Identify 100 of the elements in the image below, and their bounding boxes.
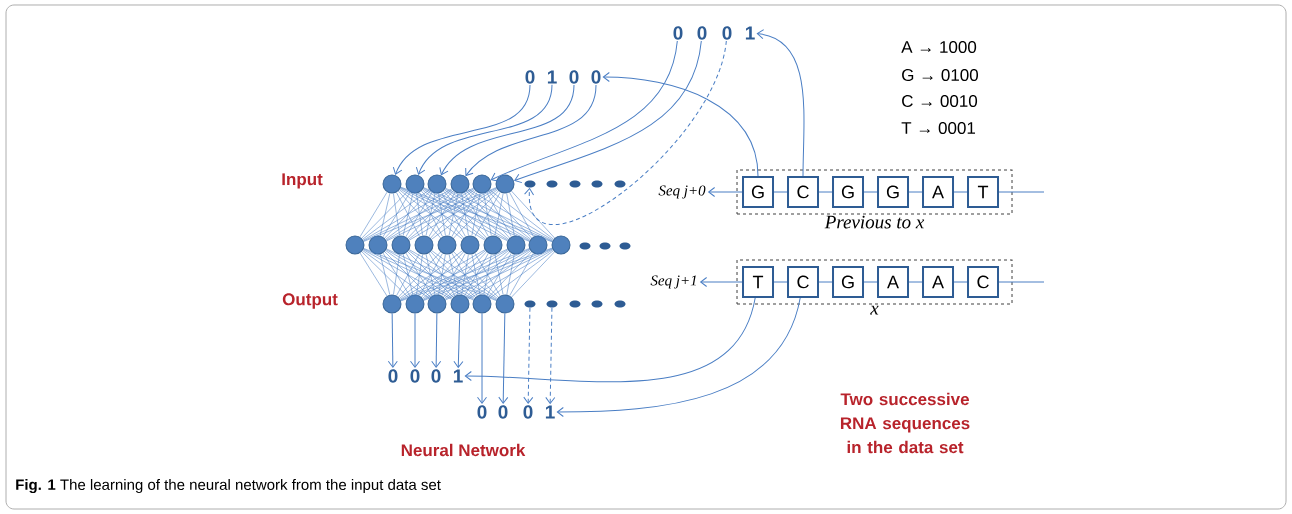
connection-line xyxy=(422,250,486,299)
connection-line xyxy=(511,190,555,239)
nucleotide-box: G xyxy=(832,266,864,298)
connection-line xyxy=(409,249,497,300)
connection-line xyxy=(405,191,433,238)
neuron-circle xyxy=(405,174,425,194)
connection-line xyxy=(441,192,466,237)
connection-line xyxy=(385,189,453,240)
section-title: Output xyxy=(282,293,338,309)
arrow xyxy=(439,84,575,176)
connection-line xyxy=(379,193,391,236)
connection-line xyxy=(425,254,436,295)
arrow xyxy=(490,40,678,182)
neuron-circle xyxy=(472,294,492,314)
connection-line xyxy=(407,190,454,239)
connection-line xyxy=(362,250,430,299)
connection-line xyxy=(474,252,501,297)
neuron-circle xyxy=(437,235,457,255)
connection-line xyxy=(393,193,400,236)
connection-line xyxy=(379,253,391,296)
connection-line xyxy=(398,190,441,239)
nucleotide-box: C xyxy=(967,266,999,298)
connection-line xyxy=(448,254,459,295)
link-line xyxy=(818,191,833,193)
link-line xyxy=(863,191,878,193)
bit-digit: 0 xyxy=(388,369,398,383)
connection-line xyxy=(419,253,443,296)
connection-line xyxy=(467,250,531,299)
sequence-label: Seq j+1 xyxy=(650,275,696,289)
connection-line xyxy=(509,192,534,237)
connection-line xyxy=(400,187,508,242)
connection-line xyxy=(489,250,554,299)
neuron-circle xyxy=(528,235,548,255)
arrow xyxy=(498,313,509,404)
neuron-circle xyxy=(450,174,470,194)
connection-line xyxy=(423,187,530,242)
arrow xyxy=(453,313,464,368)
link-line xyxy=(953,191,968,193)
connection-line xyxy=(494,254,504,295)
connection-line xyxy=(399,249,486,300)
connection-line xyxy=(408,188,498,241)
arrow xyxy=(756,29,805,177)
connection-line xyxy=(509,253,534,296)
bit-digit: 1 xyxy=(547,70,557,84)
link-line xyxy=(773,281,788,283)
neuron-circle xyxy=(450,294,470,314)
neuron-circle xyxy=(405,294,425,314)
neuron-circle xyxy=(368,235,388,255)
link-line xyxy=(773,191,788,193)
connection-line xyxy=(489,189,554,240)
neuron-circle xyxy=(483,235,503,255)
connection-line xyxy=(506,254,515,295)
connection-line xyxy=(396,192,420,237)
neuron-circle xyxy=(506,235,526,255)
connection-line xyxy=(443,251,487,298)
connection-line xyxy=(438,193,446,236)
link-line xyxy=(998,191,1045,193)
link-line xyxy=(908,281,923,283)
arrow xyxy=(415,84,553,175)
nucleotide-box: G xyxy=(832,176,864,208)
neuron-circle xyxy=(345,235,365,255)
connection-line xyxy=(444,250,509,299)
connection-line xyxy=(428,191,456,238)
connection-line xyxy=(467,189,531,240)
connection-line xyxy=(408,250,475,299)
neuron-circle xyxy=(495,174,515,194)
connection-line xyxy=(399,189,463,240)
arrow xyxy=(392,84,531,175)
connection-line xyxy=(423,248,530,301)
connection-line xyxy=(430,251,476,298)
nucleotide-box: C xyxy=(787,176,819,208)
connection-line xyxy=(506,193,515,236)
bit-digit: 0 xyxy=(569,70,579,84)
arrow xyxy=(545,307,556,404)
connection-line xyxy=(398,251,441,298)
arrow xyxy=(410,313,420,368)
section-title: Two successive RNA sequences in the data set xyxy=(840,392,970,454)
connection-line xyxy=(402,193,414,236)
connection-line xyxy=(486,192,512,237)
link-line xyxy=(863,281,878,283)
nucleotide-box: T xyxy=(967,176,999,208)
neuron-circle xyxy=(460,235,480,255)
connection-line xyxy=(423,248,553,301)
connection-line xyxy=(405,252,433,297)
arrow xyxy=(465,84,597,177)
nucleotide-box: C xyxy=(787,266,819,298)
bit-digit: 0 xyxy=(431,369,441,383)
connection-line xyxy=(359,191,388,238)
bit-digit: 0 xyxy=(525,70,535,84)
connection-line xyxy=(467,249,554,300)
connection-line xyxy=(400,247,553,302)
connection-line xyxy=(444,249,531,300)
connection-line xyxy=(445,187,553,242)
connection-line xyxy=(483,254,492,295)
connection-line xyxy=(416,254,423,295)
connection-line xyxy=(422,189,486,240)
connection-line xyxy=(359,252,388,297)
arrow xyxy=(477,313,487,404)
connection-line xyxy=(431,189,498,240)
connection-line xyxy=(474,191,501,238)
